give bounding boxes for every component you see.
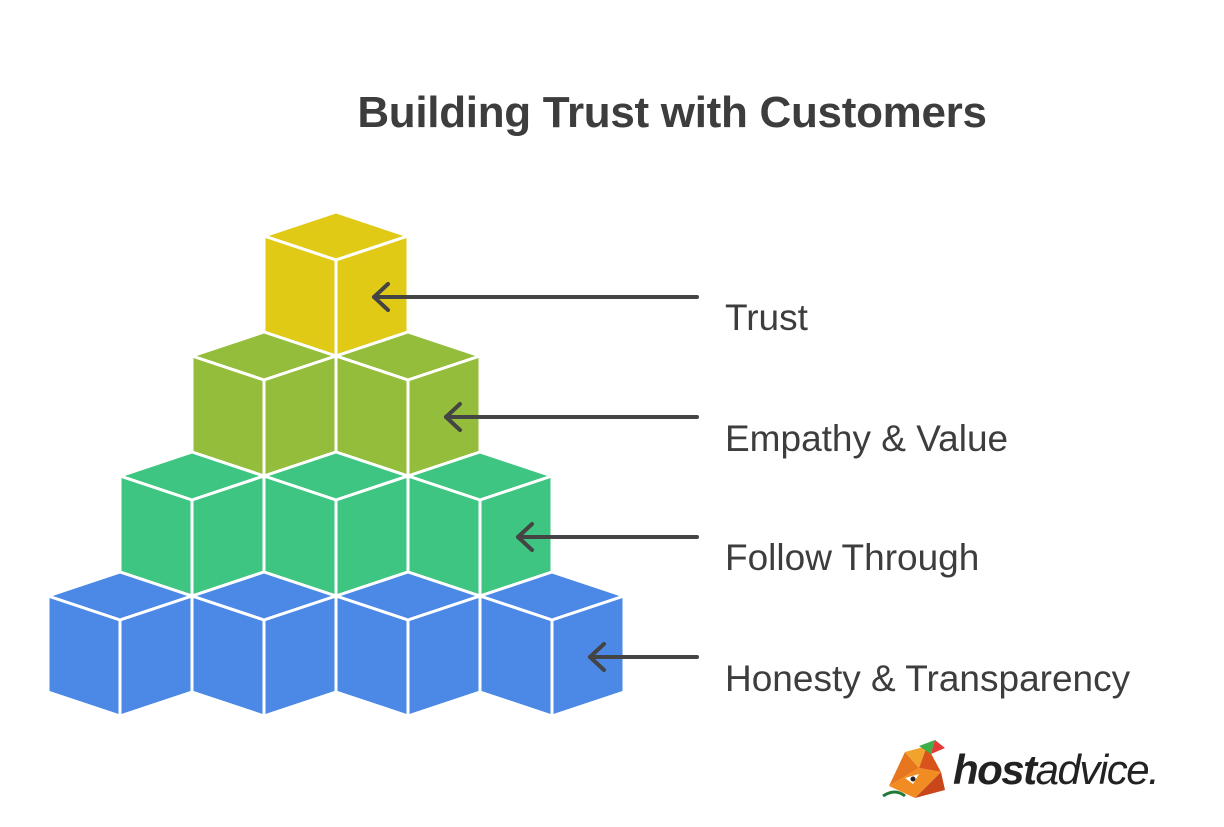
cube [262,210,410,358]
logo-wordmark: hostadvice. [953,746,1160,794]
diagram-title: Building Trust with Customers [357,88,987,137]
cube [262,450,410,598]
cube [478,570,626,718]
layer-1 [190,330,482,478]
hostadvice-logo: hostadvice. [875,738,1185,808]
layer-label-trust: Trust [725,297,808,338]
cube-right-face [550,594,626,718]
cube [190,330,338,478]
logo-word-advice: advice. [1035,746,1160,793]
layer-label-honesty-transparency: Honesty & Transparency [725,658,1131,699]
cube [190,570,338,718]
arrow-head-icon [516,522,534,552]
cube [334,330,482,478]
arrow-head-icon [588,642,606,672]
logo-word-host: host [953,746,1037,793]
arrow-head-icon [372,282,390,312]
arrows [372,282,699,672]
cube [118,450,266,598]
layer-3 [46,570,626,718]
cube-stack [46,210,626,718]
fox-mascot-icon [882,740,945,798]
layer-label-follow-through: Follow Through [725,537,980,578]
cube [46,570,194,718]
cube [334,570,482,718]
layer-label-empathy-value: Empathy & Value [725,418,1009,459]
arrow-head-icon [444,402,462,432]
layer-2 [118,450,554,598]
layer-0 [262,210,410,358]
